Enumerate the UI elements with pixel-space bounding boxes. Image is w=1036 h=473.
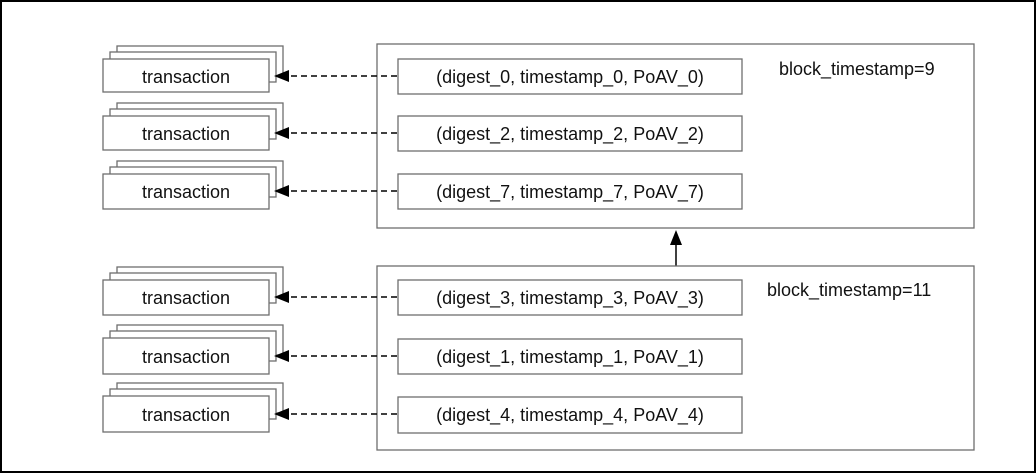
digest-box (397, 115, 743, 152)
block-label: block_timestamp=11 (767, 280, 931, 301)
digest-tuple: (digest_1, timestamp_1, PoAV_1) (436, 347, 704, 368)
digest-box (397, 396, 743, 434)
transaction-label: transaction (142, 124, 230, 144)
transaction-stack: transaction (102, 45, 284, 93)
transaction-stack: transaction (102, 160, 284, 210)
transaction-box (102, 395, 270, 433)
transaction-label: transaction (142, 405, 230, 425)
digest-box (397, 338, 743, 375)
entry-row: transaction (digest_3, timestamp_3, PoAV… (102, 266, 743, 316)
transaction-stack: transaction (102, 102, 284, 151)
digest-tuple: (digest_3, timestamp_3, PoAV_3) (436, 288, 704, 309)
digest-tuple: (digest_7, timestamp_7, PoAV_7) (436, 182, 704, 203)
transaction-box (102, 337, 270, 375)
transaction-box (102, 279, 270, 316)
digest-tuple: (digest_0, timestamp_0, PoAV_0) (436, 67, 704, 88)
transaction-label: transaction (142, 67, 230, 87)
arrowhead (274, 291, 289, 303)
digest-box (397, 58, 743, 95)
entry-row: transaction (digest_0, timestamp_0, PoAV… (102, 45, 743, 95)
transaction-label: transaction (142, 288, 230, 308)
digest-tuple: (digest_2, timestamp_2, PoAV_2) (436, 124, 704, 145)
transaction-stack: transaction (102, 382, 284, 433)
arrowhead (274, 350, 289, 362)
arrowhead (274, 408, 289, 420)
chain-arrowhead (670, 230, 682, 245)
transaction-box (102, 58, 270, 93)
transaction-box (102, 173, 270, 210)
block-timestamp-11: block_timestamp=11 transaction (digest_3… (102, 265, 975, 451)
entry-row: transaction (digest_1, timestamp_1, PoAV… (102, 324, 743, 375)
block-timestamp-9: block_timestamp=9 transaction (digest_0,… (102, 43, 975, 229)
digest-box (397, 173, 743, 210)
transaction-stack: transaction (102, 266, 284, 316)
entry-row: transaction (digest_4, timestamp_4, PoAV… (102, 382, 743, 434)
arrowhead (274, 70, 289, 82)
block-label: block_timestamp=9 (779, 59, 935, 80)
transaction-box (102, 115, 270, 151)
arrowhead (274, 185, 289, 197)
transaction-label: transaction (142, 347, 230, 367)
entry-row: transaction (digest_2, timestamp_2, PoAV… (102, 102, 743, 152)
transaction-stack: transaction (102, 324, 284, 375)
digest-tuple: (digest_4, timestamp_4, PoAV_4) (436, 405, 704, 426)
arrowhead (274, 127, 289, 139)
entry-row: transaction (digest_7, timestamp_7, PoAV… (102, 160, 743, 210)
transaction-label: transaction (142, 182, 230, 202)
digest-box (397, 279, 743, 316)
